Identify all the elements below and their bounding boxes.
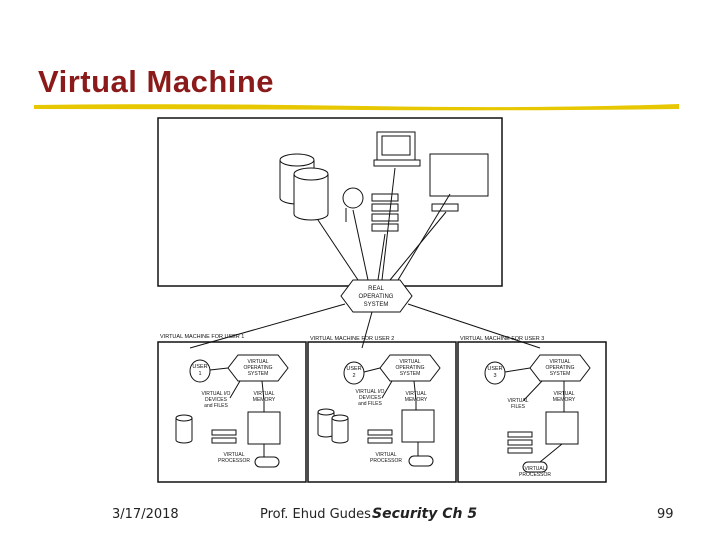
svg-text:PROCESSOR: PROCESSOR — [519, 472, 551, 478]
svg-text:and FILES: and FILES — [358, 401, 382, 407]
vm-1-contents — [175, 354, 289, 468]
svg-text:VIRTUAL I/O: VIRTUAL I/O — [202, 391, 231, 397]
svg-text:USER: USER — [192, 364, 207, 370]
svg-text:VIRTUAL: VIRTUAL — [524, 466, 545, 472]
svg-text:OPERATING: OPERATING — [395, 365, 424, 371]
svg-text:VIRTUAL: VIRTUAL — [399, 359, 420, 365]
vm-box-2 — [307, 341, 457, 483]
svg-text:OPERATING: OPERATING — [545, 365, 574, 371]
vm-3-memory-box — [545, 411, 579, 445]
vm-title-2: VIRTUAL MACHINE FOR USER 2 — [310, 336, 394, 342]
printer-icon — [371, 193, 399, 232]
vm-1-memory-box — [247, 411, 281, 445]
svg-text:and FILES: and FILES — [204, 403, 228, 409]
svg-text:VIRTUAL: VIRTUAL — [405, 391, 426, 397]
svg-text:FILES: FILES — [511, 404, 526, 410]
vm-2-labels: USER 2 VIRTUAL OPERATING SYSTEM VIRTUAL … — [346, 359, 428, 464]
svg-text:OPERATING: OPERATING — [243, 365, 272, 371]
footer-date: 3/17/2018 — [112, 507, 179, 522]
svg-text:SYSTEM: SYSTEM — [400, 371, 421, 377]
svg-text:USER: USER — [487, 366, 502, 372]
tape-icon — [342, 187, 364, 209]
svg-text:1: 1 — [198, 371, 201, 377]
svg-text:PROCESSOR: PROCESSOR — [370, 458, 402, 464]
svg-text:VIRTUAL: VIRTUAL — [375, 452, 396, 458]
svg-text:SYSTEM: SYSTEM — [248, 371, 269, 377]
vm-1-labels: USER 1 VIRTUAL OPERATING SYSTEM VIRTUAL … — [192, 359, 276, 464]
memory-icon — [429, 153, 489, 197]
svg-text:SYSTEM: SYSTEM — [364, 302, 389, 308]
terminal-icon — [373, 131, 421, 167]
svg-text:2: 2 — [352, 373, 355, 379]
svg-text:3: 3 — [493, 373, 496, 379]
slide-title: Virtual Machine — [38, 64, 275, 99]
svg-text:VIRTUAL: VIRTUAL — [223, 452, 244, 458]
footer-course: Security Ch 5 — [372, 506, 478, 522]
hardware-box — [157, 117, 503, 287]
hardware-arrows — [317, 167, 451, 281]
svg-text:VIRTUAL I/O: VIRTUAL I/O — [356, 389, 385, 395]
svg-text:MEMORY: MEMORY — [553, 397, 576, 403]
hardware-disks-icon — [279, 153, 329, 221]
real-os-label: REAL OPERATING SYSTEM — [359, 286, 394, 308]
svg-text:USER: USER — [346, 366, 361, 372]
vm-title-1: VIRTUAL MACHINE FOR USER 1 — [160, 334, 244, 340]
svg-text:VIRTUAL: VIRTUAL — [253, 391, 274, 397]
svg-text:VIRTUAL: VIRTUAL — [247, 359, 268, 365]
vm-3-labels: USER 3 VIRTUAL OPERATING SYSTEM VIRTUAL … — [487, 359, 576, 478]
vm-box-1 — [157, 341, 307, 483]
svg-text:OPERATING: OPERATING — [359, 294, 394, 300]
svg-text:MEMORY: MEMORY — [253, 397, 276, 403]
svg-text:DEVICES: DEVICES — [359, 395, 382, 401]
real-os-hexagon — [340, 279, 413, 313]
svg-text:SYSTEM: SYSTEM — [550, 371, 571, 377]
footer-author: Prof. Ehud Gudes — [260, 507, 371, 522]
footer-page-number: 99 — [657, 507, 674, 522]
vm-3-contents — [484, 354, 591, 473]
vm-2-memory-box — [401, 409, 435, 443]
svg-text:VIRTUAL: VIRTUAL — [507, 398, 528, 404]
user-1-icon — [189, 359, 211, 383]
vm-title-3: VIRTUAL MACHINE FOR USER 3 — [460, 336, 544, 342]
title-underline — [34, 104, 679, 111]
vm-box-3 — [457, 341, 607, 483]
svg-text:VIRTUAL: VIRTUAL — [549, 359, 570, 365]
svg-text:PROCESSOR: PROCESSOR — [218, 458, 250, 464]
vm-2-contents — [317, 354, 441, 467]
user-2-icon — [343, 361, 365, 385]
virtual-machine-diagram: REAL OPERATING SYSTEM VIRTUAL MACHINE FO… — [157, 117, 607, 483]
svg-text:REAL: REAL — [368, 286, 384, 292]
processor-icon — [431, 203, 459, 212]
svg-text:VIRTUAL: VIRTUAL — [553, 391, 574, 397]
svg-text:MEMORY: MEMORY — [405, 397, 428, 403]
user-3-icon — [484, 361, 506, 385]
svg-text:DEVICES: DEVICES — [205, 397, 228, 403]
